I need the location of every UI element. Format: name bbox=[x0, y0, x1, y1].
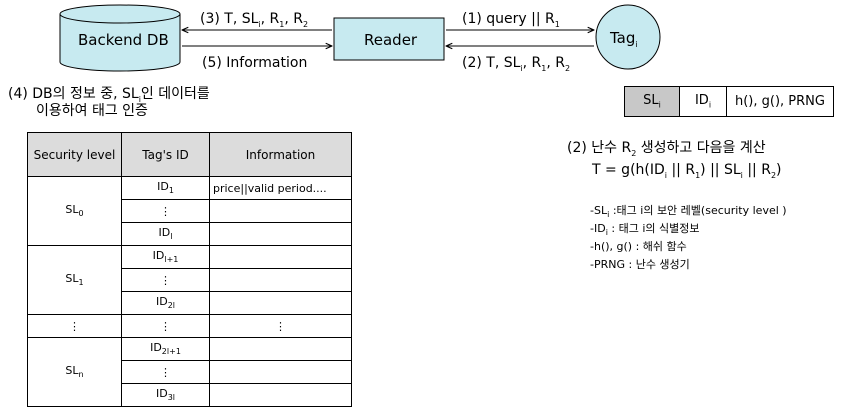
security-level-table: Security level Tag's ID Information SL0 … bbox=[27, 132, 352, 407]
level-cell: ⋮ bbox=[27, 314, 122, 338]
info-cell: price||valid period.... bbox=[209, 176, 352, 200]
message-5: (5) Information bbox=[202, 55, 308, 71]
id-cell: ⋮ bbox=[121, 314, 210, 338]
legend-prng: -PRNG : 난수 생성기 bbox=[590, 258, 690, 271]
id-cell: ID1 bbox=[121, 176, 210, 200]
id-cell: ID2l+1 bbox=[121, 337, 210, 361]
info-cell: ⋮ bbox=[209, 314, 352, 338]
level-cell: SLn bbox=[27, 337, 122, 407]
step2-formula: T = g(h(IDi || R1) || SLi || R2) bbox=[592, 162, 782, 180]
id-cell: IDl bbox=[121, 222, 210, 246]
tag-info-table: SLi IDi h(), g(), PRNG bbox=[624, 86, 834, 117]
table-row: ⋮ bbox=[28, 268, 352, 292]
tag-info-sl: SLi bbox=[624, 86, 680, 117]
table-row: ⋮ ⋮ ⋮ bbox=[27, 314, 352, 338]
reader-box bbox=[333, 17, 445, 61]
header-information: Information bbox=[209, 132, 352, 177]
table-row: SLn ID2l+1 bbox=[27, 337, 352, 407]
tag-info-functions: h(), g(), PRNG bbox=[726, 86, 834, 117]
id-cell: IDl+1 bbox=[121, 245, 210, 269]
legend-hash: -h(), g() : 해쉬 함수 bbox=[590, 240, 687, 253]
step2-line1: (2) 난수 R2 생성하고 다음을 계산 bbox=[567, 140, 766, 158]
info-cell bbox=[209, 291, 352, 315]
table-row: SL0 ID1 price||valid period.... bbox=[27, 176, 352, 246]
id-cell: ID2l bbox=[121, 291, 210, 315]
legend-sl: -SLi :태그 i의 보안 레벨(security level ) bbox=[590, 204, 787, 220]
tag-label: Tagi bbox=[610, 29, 638, 49]
backend-db-label: Backend DB bbox=[78, 31, 169, 49]
header-security-level: Security level bbox=[27, 132, 122, 177]
message-3: (3) T, SLi, R1, R2 bbox=[200, 11, 309, 29]
id-cell: ID3l bbox=[121, 383, 210, 407]
step4-line2: 이용하여 태그 인증 bbox=[36, 103, 148, 119]
reader-label: Reader bbox=[364, 31, 418, 49]
info-cell bbox=[209, 268, 352, 292]
id-cell: ⋮ bbox=[121, 199, 210, 223]
level-cell: SL0 bbox=[27, 176, 122, 246]
info-cell bbox=[209, 199, 352, 223]
info-cell bbox=[209, 337, 352, 361]
id-cell: ⋮ bbox=[121, 268, 210, 292]
id-cell: ⋮ bbox=[121, 360, 210, 384]
legend-id: -IDi : 태그 i의 식별정보 bbox=[590, 222, 700, 238]
info-cell bbox=[209, 383, 352, 407]
backend-db-shape bbox=[59, 4, 181, 72]
info-cell bbox=[209, 222, 352, 246]
protocol-diagram bbox=[59, 4, 661, 72]
header-tag-id: Tag's ID bbox=[121, 132, 210, 177]
info-cell bbox=[209, 360, 352, 384]
tag-info-id: IDi bbox=[679, 86, 727, 117]
message-2: (2) T, SLi, R1, R2 bbox=[462, 55, 571, 73]
table-row: SL1 IDl+1 bbox=[27, 245, 352, 315]
info-cell bbox=[209, 245, 352, 269]
level-cell: SL1 bbox=[27, 245, 122, 315]
step4-line1: (4) DB의 정보 중, SLi인 데이터를 bbox=[8, 86, 210, 104]
message-1: (1) query || R1 bbox=[462, 11, 560, 29]
tag-circle bbox=[595, 4, 661, 70]
